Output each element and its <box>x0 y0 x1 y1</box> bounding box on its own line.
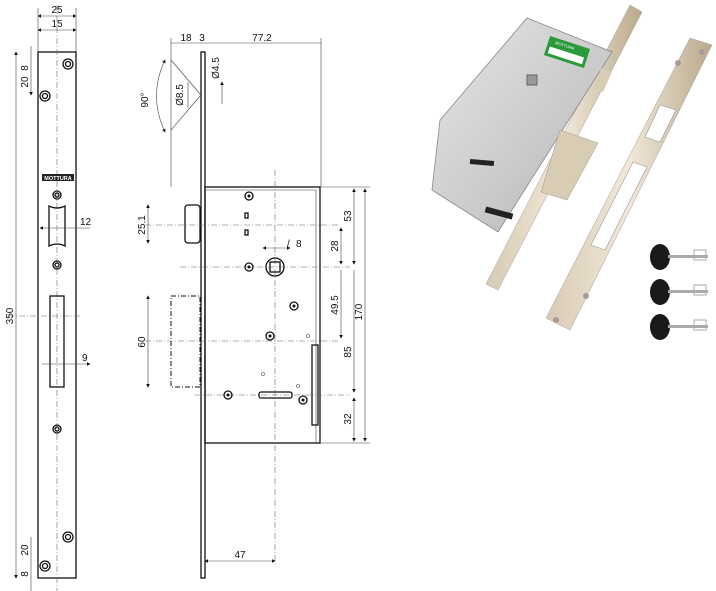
spindle-hub <box>265 257 285 277</box>
dim-width-inner: 15 <box>51 19 63 30</box>
dim-width-total: 25 <box>51 5 63 16</box>
dim-handle-angle: 90° <box>140 92 151 107</box>
dim-body-depth: 77.2 <box>252 33 272 44</box>
dim-spindle-to-bolt: 49.5 <box>330 295 341 315</box>
dim-bolt-opening: 9 <box>82 353 88 364</box>
dim-hole-large: Ø8.5 <box>175 84 186 106</box>
dim-length: 350 <box>5 307 16 324</box>
dim-spindle-to-key: 85 <box>343 346 354 358</box>
dim-bottom-offset: 8 <box>20 571 31 577</box>
dim-deadbolt-height: 60 <box>137 336 148 348</box>
bolt-opening <box>49 295 65 388</box>
dim-spindle-offset: 28 <box>330 240 341 252</box>
key-icon <box>650 244 708 270</box>
svg-text:/: / <box>287 239 290 250</box>
screws <box>223 191 310 405</box>
dim-latch-to-spindle: 53 <box>343 210 354 222</box>
lock-side-drawing: 18 3 77.2 90° Ø8.5 Ø4.5 25.1 60 8 / 28 4… <box>137 33 370 579</box>
dim-backset: 47 <box>234 550 246 561</box>
dim-top-offset: 8 <box>20 65 31 71</box>
dim-faceplate-thickness: 3 <box>199 33 205 44</box>
dim-spindle: 8 <box>296 239 302 250</box>
strike-plate-drawing: MOTTURA 25 15 8 20 350 12 9 20 8 <box>5 5 92 591</box>
key-icon <box>650 279 708 305</box>
dim-hole-small: Ø4.5 <box>211 57 222 79</box>
screw-holes <box>39 58 74 572</box>
dim-key-to-bottom: 32 <box>343 413 354 425</box>
brand-logo <box>42 174 74 181</box>
dim-latch-opening: 12 <box>80 217 92 228</box>
side-plate <box>311 344 319 426</box>
lock-body <box>204 186 321 444</box>
latch-opening <box>48 204 66 248</box>
deadbolt-outline <box>170 295 201 388</box>
dim-body-height: 170 <box>354 303 365 320</box>
keyhole <box>258 391 293 399</box>
photo-keys <box>650 244 708 340</box>
photo-lock-body <box>431 17 613 233</box>
dim-top-hole-spacing: 20 <box>20 76 31 88</box>
photo-deadbolt <box>540 129 599 201</box>
spindle-square <box>269 261 281 273</box>
latch-bolt <box>184 204 201 244</box>
brand-label: MOTTURA <box>44 176 72 182</box>
photo-brand-label: MOTTURA <box>555 40 576 51</box>
dim-bolt-throw: 18 <box>180 33 192 44</box>
lock-photo: MOTTURA <box>431 4 713 340</box>
dim-latch-height: 25.1 <box>137 215 148 235</box>
key-icon <box>650 314 708 340</box>
dim-bottom-hole-spacing: 20 <box>20 544 31 556</box>
